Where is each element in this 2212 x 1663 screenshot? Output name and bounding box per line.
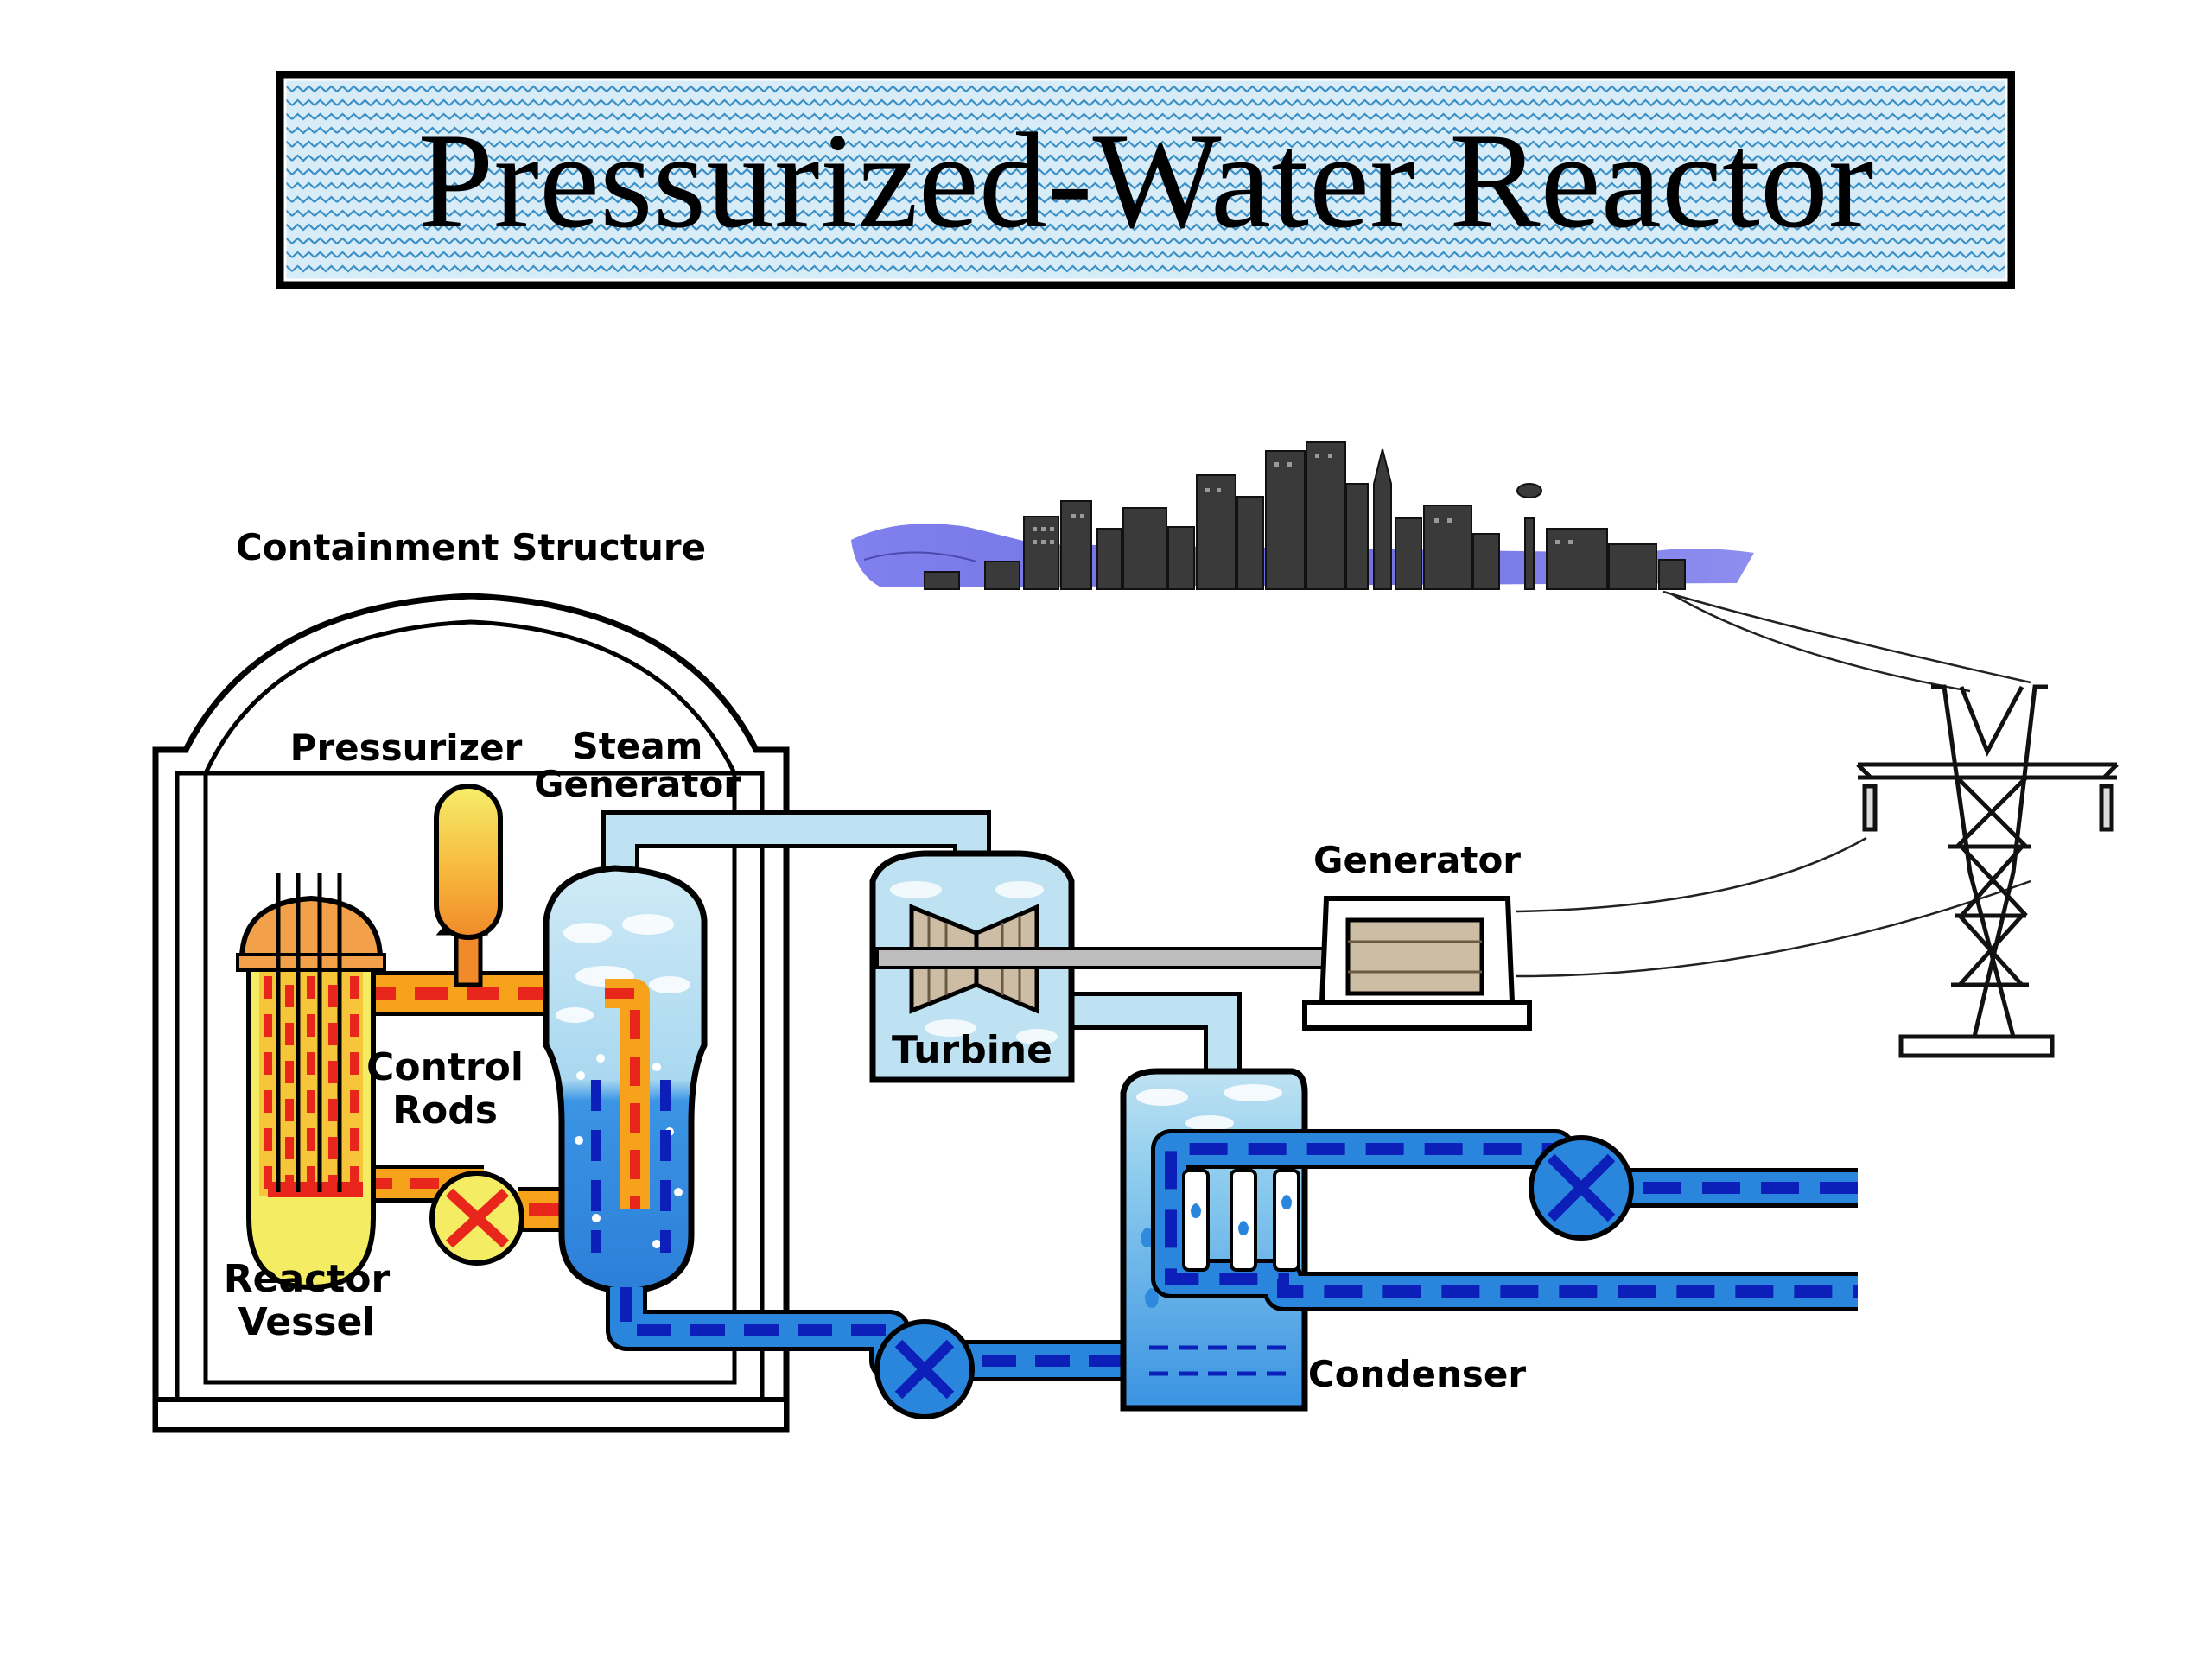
reactor-vessel-label-line1: Reactor: [224, 1257, 391, 1301]
transmission-tower: [1856, 684, 2119, 1058]
reactor-coolant-pump: [429, 1171, 524, 1266]
page-title: Pressurized-Water Reactor: [418, 105, 1874, 257]
pressurizer-label: Pressurizer: [290, 727, 523, 769]
control-rods-label-line1: Control: [366, 1045, 524, 1089]
cooling-water-pump: [1529, 1135, 1634, 1241]
city-skyline: [851, 441, 1754, 590]
generator-label: Generator: [1313, 839, 1521, 881]
control-rods-label-line2: Rods: [392, 1089, 498, 1133]
steam-generator-label-line2: Generator: [534, 763, 741, 805]
primary-loop-inside-sg: [605, 979, 650, 1209]
steam-generator-label-line1: Steam: [573, 725, 703, 767]
title-banner: Pressurized-Water Reactor: [276, 71, 2015, 289]
turbine-label: Turbine: [892, 1028, 1052, 1072]
generator: Generator: [1302, 839, 1532, 1031]
title-background: [283, 78, 2008, 282]
control-rods: [276, 873, 342, 1192]
condenser-label: Condenser: [1308, 1353, 1527, 1395]
power-lines: [1516, 590, 2031, 978]
reactor-vessel-label-line2: Vessel: [238, 1300, 376, 1344]
pressurizer: Pressurizer: [290, 727, 523, 987]
reactor-vessel: [236, 895, 386, 1291]
containment-label: Containment Structure: [236, 526, 706, 568]
feedwater-pump: [874, 1319, 975, 1419]
